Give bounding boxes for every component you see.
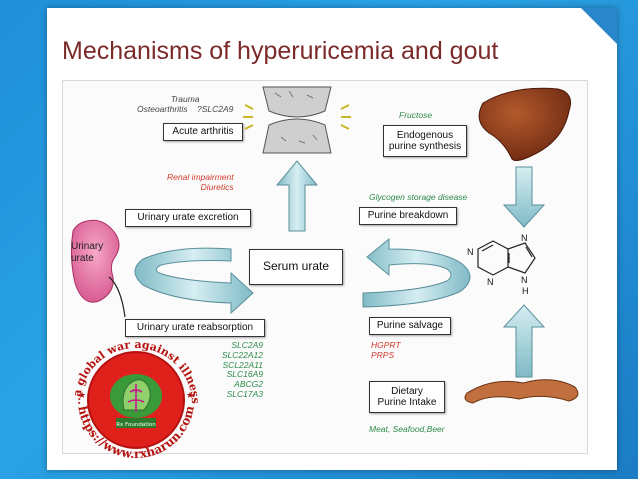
note-diuretics: Diuretics [200, 181, 234, 192]
purine-atom-n4: N [521, 275, 528, 285]
arrow-liver-to-purine [502, 166, 546, 228]
transporter-slc16a9: SLC16A9 [226, 369, 263, 380]
transporter-scl22a11: SCL22A11 [222, 359, 263, 370]
seal-star-left: ★ [78, 390, 86, 400]
arrow-to-arthritis [275, 160, 319, 232]
enzyme-hgprt: HGPRT [371, 340, 401, 350]
urinary-reabsorption-box: Urinary urate reabsorption [125, 319, 265, 337]
excretion-causes-note: Renal impairment Diuretics [167, 172, 234, 193]
arrow-diet-to-purine [502, 304, 546, 378]
transporter-slc17a3: SLC17A3 [226, 388, 263, 399]
glycogen-note: Glycogen storage disease [369, 192, 468, 202]
dietary-purine-box: Dietary Purine Intake [369, 381, 445, 413]
transporter-slc2a9: SLC2A9 [231, 340, 263, 350]
purine-salvage-box: Purine salvage [369, 317, 451, 335]
transporter-abcg2: ABCG2 [234, 379, 263, 390]
seal-star-right: ★ [186, 390, 194, 400]
transporters-note: SLC2A9 SLC22A12 SCL22A11 SLC16A9 ABCG2 S… [211, 340, 263, 400]
dietary-line-2: Purine Intake [377, 397, 437, 408]
ureter-line [108, 276, 126, 318]
kidney-label-line-1: Urinary [71, 241, 104, 252]
gout-mechanism-diagram: Acute arthritis Endogenous purine synthe… [62, 80, 588, 454]
fructose-note: Fructose [399, 110, 433, 120]
kidney-label-line-2: urate [71, 252, 94, 264]
intestine-illustration [464, 379, 579, 404]
enzyme-prps: PRPS [371, 349, 395, 360]
seal-graphic: ...a global war against illness! https:/… [62, 330, 202, 461]
rx-foundation-seal: ...a global war against illness! https:/… [62, 330, 210, 468]
purine-atom-h: H [522, 286, 529, 296]
transporter-slc22a12: SLC22A12 [221, 349, 263, 360]
purine-atom-n1: N [467, 247, 474, 257]
diet-sources-note: Meat, Seafood,Beer [369, 424, 445, 434]
salvage-enzymes-note: HGPRT PRPS [371, 340, 401, 361]
serum-urate-box: Serum urate [249, 249, 343, 285]
joint-illustration [243, 86, 351, 154]
acute-arthritis-box: Acute arthritis [163, 123, 243, 141]
purine-atom-n2: N [487, 277, 494, 287]
corner-decoration [581, 8, 617, 44]
liver-illustration [478, 87, 572, 161]
purine-breakdown-box: Purine breakdown [359, 207, 457, 225]
seal-center-text: Rx Foundation [116, 422, 156, 428]
urinary-excretion-box: Urinary urate excretion [125, 209, 251, 227]
purine-atom-n3: N [521, 233, 528, 243]
curved-arrow-left [134, 247, 254, 315]
note-renal-impairment: Renal impairment [167, 172, 234, 182]
endogenous-line-1: Endogenous [396, 129, 454, 141]
note-trauma: Trauma [170, 94, 200, 104]
note-osteoarthritis: Osteoarthritis ?SLC2A9 [137, 103, 234, 114]
curved-arrow-right [362, 237, 471, 308]
diagram-graphics [70, 86, 579, 404]
kidney-illustration [70, 219, 120, 303]
endogenous-line-2: purine synthesis [388, 141, 462, 152]
slide-title: Mechanisms of hyperuricemia and gout [62, 37, 499, 65]
dietary-line-1: Dietary [391, 385, 423, 397]
kidney-label: Urinary urate [71, 241, 103, 264]
endogenous-purine-box: Endogenous purine synthesis [383, 125, 467, 157]
arthritis-causes-note: Trauma Osteoarthritis ?SLC2A9 [137, 94, 234, 115]
purine-structure [477, 240, 536, 276]
